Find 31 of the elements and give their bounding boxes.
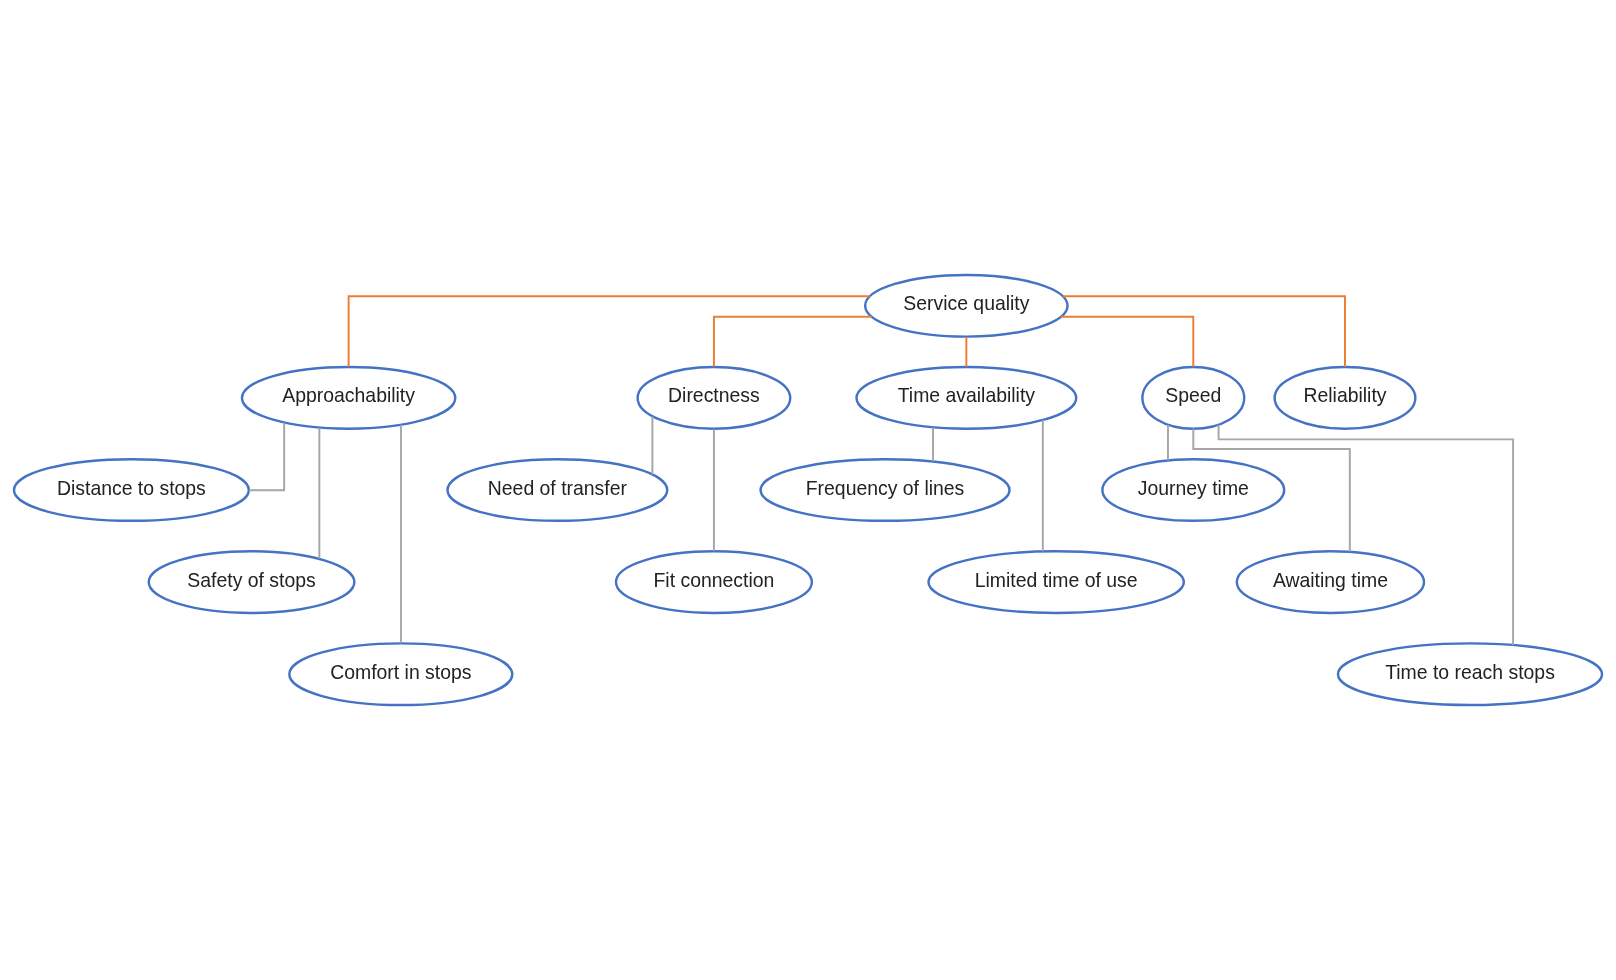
connector [248, 421, 286, 492]
node-ellipse: Journey time [1101, 457, 1286, 523]
connector [965, 335, 968, 368]
node-ellipse: Safety of stops [147, 550, 356, 615]
node-ellipse: Service quality [863, 273, 1069, 338]
node-ellipse: Reliability [1273, 365, 1417, 430]
connector [712, 315, 873, 368]
connector [347, 295, 871, 368]
node-ellipse: Limited time of use [927, 550, 1186, 615]
node-ellipse: Speed [1141, 365, 1246, 430]
connector [1217, 423, 1515, 646]
connector [932, 426, 934, 463]
connector [1060, 315, 1195, 368]
node-ellipse: Comfort in stops [288, 642, 514, 707]
node-ellipse: Awaiting time [1235, 550, 1426, 615]
connector [1061, 295, 1346, 368]
node-ellipse: Time availability [855, 365, 1078, 430]
node-ellipse: Time to reach stops [1336, 642, 1604, 707]
node-ellipse: Need of transfer [446, 457, 669, 523]
connector [651, 415, 654, 476]
connector [318, 426, 321, 560]
node-ellipse: Directness [636, 365, 792, 430]
node-ellipse: Approachability [240, 365, 457, 430]
connector [1041, 419, 1044, 553]
node-ellipse: Frequency of lines [759, 457, 1011, 523]
connector [712, 428, 715, 552]
connector [400, 423, 402, 644]
connector [1192, 427, 1351, 553]
node-ellipse: Distance to stops [12, 457, 251, 523]
connector [1167, 424, 1169, 462]
node-ellipse: Fit connection [614, 550, 814, 615]
